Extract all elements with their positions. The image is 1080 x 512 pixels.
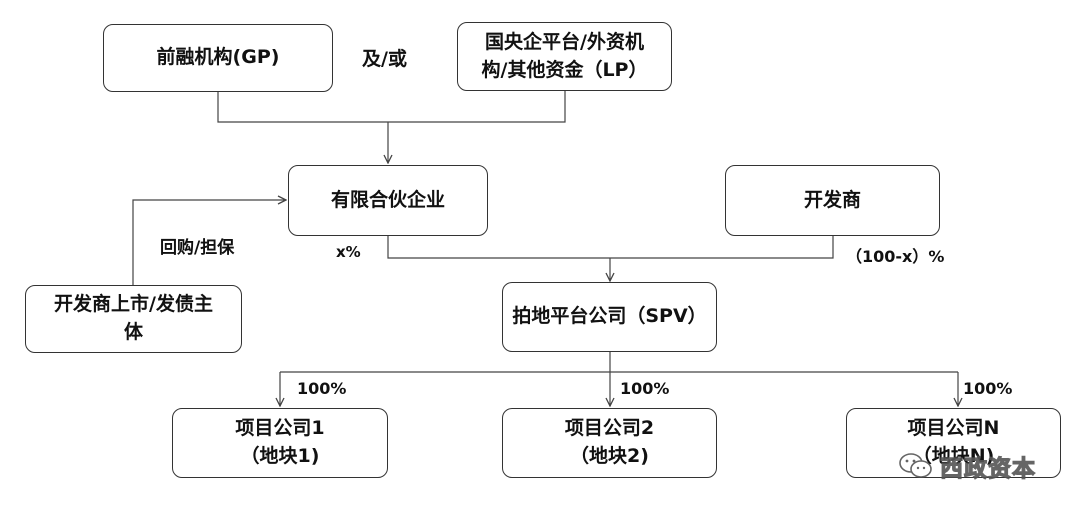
listed-entity-box: 开发商上市/发债主 体 — [25, 285, 242, 353]
gp-connector — [217, 92, 388, 123]
partnership-box: 有限合伙企业 — [288, 165, 488, 236]
lp-label-line2: 构/其他资金（LP） — [481, 58, 648, 81]
project2-label-line1: 项目公司2 — [564, 417, 655, 440]
listed-entity-label-line2: 体 — [123, 321, 143, 343]
project2-percent-label: 100% — [620, 379, 670, 398]
remainder-percent-label: （100-x）% — [846, 247, 945, 266]
watermark-text: 西政资本 — [939, 455, 1036, 482]
x-percent-label: x% — [336, 243, 361, 261]
projectN-percent-label: 100% — [963, 379, 1013, 398]
project1-percent-label: 100% — [297, 379, 347, 398]
lp-label-line1: 国央企平台/外资机 — [485, 30, 644, 53]
partnership-connector — [387, 236, 610, 259]
spv-label: 拍地平台公司（SPV） — [512, 305, 707, 328]
listed-entity-label-line1: 开发商上市/发债主 — [54, 293, 213, 316]
lp-box: 国央企平台/外资机 构/其他资金（LP） — [457, 22, 672, 91]
buyback-arrow — [132, 200, 286, 285]
wechat-bubbles-icon — [899, 453, 932, 478]
project1-box: 项目公司1 （地块1) — [172, 408, 388, 478]
watermark: 西政资本 — [898, 446, 1068, 486]
projectN-label-line1: 项目公司N — [907, 417, 1000, 440]
developer-label: 开发商 — [803, 188, 861, 211]
spv-box: 拍地平台公司（SPV） — [502, 282, 717, 352]
gp-label: 前融机构(GP) — [156, 46, 280, 69]
project2-label-line2: （地块2) — [570, 445, 649, 467]
projectN-box: 项目公司N （地块N) — [846, 408, 1061, 478]
developer-box: 开发商 — [725, 165, 940, 236]
gp-box: 前融机构(GP) — [103, 24, 333, 92]
partnership-label: 有限合伙企业 — [330, 188, 445, 211]
buyback-label: 回购/担保 — [160, 238, 235, 258]
and-or-label: 及/或 — [362, 48, 407, 70]
lp-connector — [388, 91, 566, 123]
developer-connector — [610, 236, 834, 259]
project2-box: 项目公司2 （地块2) — [502, 408, 717, 478]
project1-label-line1: 项目公司1 — [235, 417, 325, 440]
project1-label-line2: （地块1) — [240, 445, 320, 467]
projectN-label-line2: （地块N) — [912, 445, 995, 467]
